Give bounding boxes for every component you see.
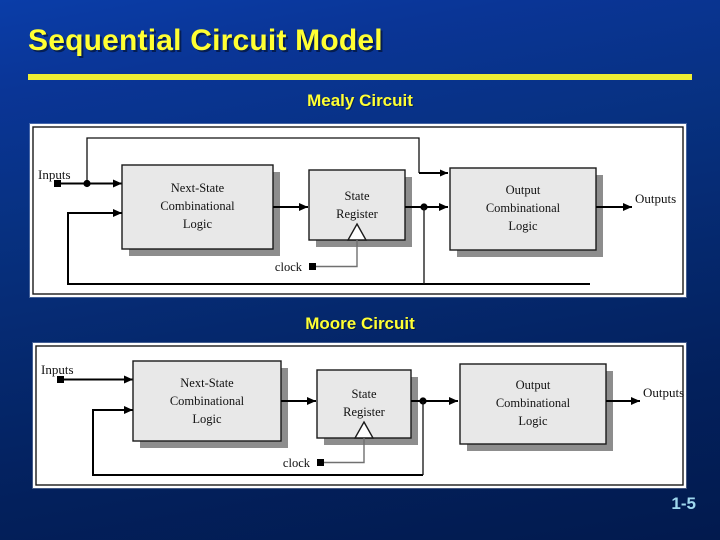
state-register-line-2: Register bbox=[343, 405, 385, 419]
moore-circuit-diagram: Inputs Next-State Combinational Logic St… bbox=[33, 343, 686, 488]
mealy-circuit-diagram: Inputs Next-State Combinational Logic St… bbox=[30, 124, 686, 297]
next-state-line-3: Logic bbox=[183, 217, 213, 231]
state-register-line-2: Register bbox=[336, 207, 378, 221]
inputs-terminal-square bbox=[54, 180, 61, 187]
inputs-terminal-square bbox=[57, 376, 64, 383]
arrowhead-outputs bbox=[623, 203, 632, 211]
page-number: 1-5 bbox=[671, 494, 696, 513]
state-register-line-1: State bbox=[345, 189, 370, 203]
label-inputs: Inputs bbox=[38, 167, 71, 182]
arrowhead-outputs bbox=[631, 397, 640, 405]
next-state-line-1: Next-State bbox=[171, 181, 225, 195]
wire-state-feedback bbox=[67, 212, 590, 285]
output-logic-line-1: Output bbox=[516, 378, 551, 392]
arrowhead-inputs-output bbox=[440, 169, 448, 177]
arrowhead-nextstate-register bbox=[307, 397, 316, 405]
output-logic-line-1: Output bbox=[506, 183, 541, 197]
section-caption-mealy: Mealy Circuit bbox=[307, 91, 413, 110]
output-logic-block bbox=[459, 363, 607, 445]
output-logic-line-3: Logic bbox=[508, 219, 538, 233]
next-state-block bbox=[121, 164, 274, 250]
arrowhead-inputs-nextstate bbox=[113, 179, 122, 188]
arrowhead-feedback-nextstate bbox=[113, 209, 122, 217]
arrowhead-inputs-nextstate bbox=[124, 375, 133, 384]
section-caption-moore: Moore Circuit bbox=[305, 314, 415, 333]
diagram-border bbox=[32, 126, 684, 295]
arrowhead-feedback-nextstate bbox=[124, 406, 133, 414]
label-clock: clock bbox=[283, 456, 311, 470]
label-clock: clock bbox=[275, 260, 303, 274]
next-state-line-2: Combinational bbox=[170, 394, 245, 408]
output-logic-line-3: Logic bbox=[518, 414, 548, 428]
page-title: Sequential Circuit Model bbox=[28, 24, 383, 57]
diagram-border bbox=[35, 345, 684, 486]
clock-terminal-square bbox=[309, 263, 316, 270]
clock-terminal-square bbox=[317, 459, 324, 466]
output-logic-line-2: Combinational bbox=[486, 201, 561, 215]
output-logic-block bbox=[449, 167, 597, 251]
moore-diagram-svg: Inputs Next-State Combinational Logic St… bbox=[35, 345, 684, 486]
junction-dot-inputs bbox=[83, 179, 91, 188]
next-state-line-1: Next-State bbox=[180, 376, 234, 390]
next-state-line-3: Logic bbox=[192, 412, 222, 426]
next-state-line-2: Combinational bbox=[160, 199, 235, 213]
arrowhead-nextstate-register bbox=[299, 203, 308, 211]
label-outputs: Outputs bbox=[643, 385, 684, 400]
mealy-diagram-svg: Inputs Next-State Combinational Logic St… bbox=[32, 126, 684, 295]
state-register-line-1: State bbox=[352, 387, 377, 401]
wire-state-feedback bbox=[92, 409, 423, 476]
wire-inputs-to-output-logic bbox=[86, 137, 420, 183]
label-inputs: Inputs bbox=[41, 362, 74, 377]
arrowhead-register-output bbox=[439, 203, 448, 211]
wire-clock-to-register bbox=[324, 438, 365, 464]
arrowhead-register-output bbox=[449, 397, 458, 405]
wire-clock-to-register bbox=[316, 240, 358, 268]
output-logic-line-2: Combinational bbox=[496, 396, 571, 410]
title-underline-rule bbox=[28, 74, 692, 80]
label-outputs: Outputs bbox=[635, 191, 676, 206]
